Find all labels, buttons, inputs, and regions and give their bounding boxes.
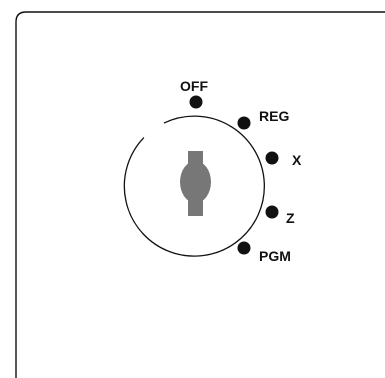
position-dot-off	[189, 95, 203, 109]
panel-frame	[15, 11, 385, 378]
keyhole-icon	[180, 151, 211, 216]
position-label-x: X	[292, 152, 302, 168]
position-label-pgm: PGM	[259, 248, 291, 264]
lock-cylinder	[123, 115, 265, 257]
position-dot-pgm	[237, 241, 251, 255]
position-dot-x	[265, 151, 279, 165]
position-dot-reg	[237, 116, 251, 130]
position-label-off: OFF	[180, 78, 208, 94]
position-label-reg: REG	[259, 108, 289, 124]
position-label-z: Z	[286, 210, 295, 226]
position-dot-z	[265, 205, 279, 219]
